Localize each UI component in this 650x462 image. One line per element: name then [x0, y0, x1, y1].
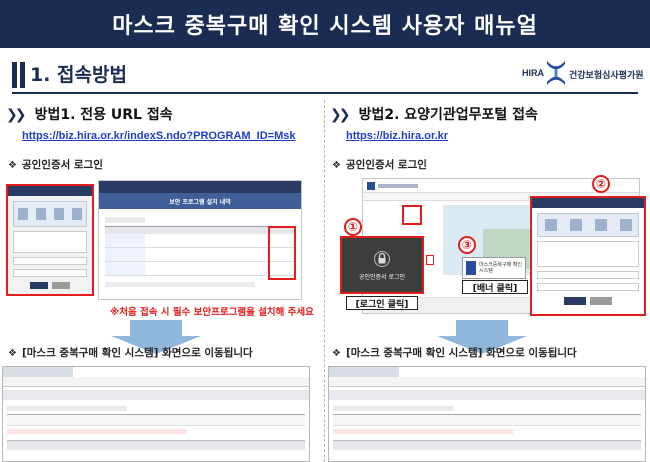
cert-icon	[36, 208, 46, 220]
method2-result-heading: ❖ [마스크 중복구매 확인 시스템] 화면으로 이동됩니다	[332, 345, 577, 360]
method2-cert-heading: ❖ 공인인증서 로그인	[332, 157, 427, 172]
mask-system-banner[interactable]: 마스크중복구매 확인시스템	[462, 257, 526, 279]
down-arrow-icon	[111, 336, 201, 354]
page-title: 마스크 중복구매 확인 시스템 사용자 매뉴얼	[112, 14, 538, 39]
logo-brand: HIRA	[522, 68, 544, 78]
hira-logo-icon	[547, 61, 565, 85]
login-click-label: [로그인 클릭]	[346, 296, 418, 310]
install-header: 보안 프로그램 설치 내역	[99, 193, 301, 209]
down-arrow-icon	[456, 320, 508, 336]
cert-login-tile[interactable]: 공인인증서 로그인	[340, 236, 424, 294]
double-chevron-icon: ❯❯	[6, 107, 27, 123]
cert-label: 공인인증서 로그인	[345, 159, 427, 171]
banner-click-label: [배너 클릭]	[462, 280, 528, 294]
method1-cert-heading: ❖ 공인인증서 로그인	[8, 157, 103, 172]
column-divider	[324, 100, 325, 462]
portal-banner-highlight	[426, 255, 434, 265]
section-divider	[12, 92, 638, 94]
cert-icon	[619, 219, 632, 231]
method1-login-screenshot	[6, 184, 94, 296]
section-title: 1. 접속방법	[30, 64, 127, 86]
method2-title: 방법2. 요양기관업무포털 접속	[358, 107, 538, 123]
method2-result-screenshot	[328, 366, 646, 462]
cert-icon	[72, 208, 82, 220]
method1-title: 방법1. 전용 URL 접속	[34, 107, 173, 123]
page-banner: 마스크 중복구매 확인 시스템 사용자 매뉴얼	[0, 0, 650, 48]
login-tile-label: 공인인증서 로그인	[358, 273, 406, 281]
method1-url-link[interactable]: https://biz.hira.or.kr/indexS.ndo?PROGRA…	[22, 130, 296, 142]
step-1-marker: ①	[344, 218, 362, 236]
cert-label: 공인인증서 로그인	[21, 159, 103, 171]
method2-login-popup	[530, 196, 646, 316]
security-warning: ※처음 접속 시 필수 보안프로그램을 설치해 주세요	[110, 307, 314, 318]
method1-header: ❯❯ 방법1. 전용 URL 접속	[6, 104, 173, 124]
method1-result-screenshot	[2, 366, 310, 462]
double-chevron-icon: ❯❯	[330, 107, 351, 123]
step-2-marker: ②	[592, 175, 610, 193]
diamond-bullet-icon: ❖	[332, 160, 341, 171]
portal-login-highlight	[402, 205, 422, 225]
cert-icon	[594, 219, 607, 231]
diamond-bullet-icon: ❖	[8, 160, 17, 171]
banner-tile-label: 마스크중복구매 확인시스템	[479, 262, 522, 274]
install-column-highlight	[268, 226, 296, 280]
method1-result-heading: ❖ [마스크 중복구매 확인 시스템] 화면으로 이동됩니다	[8, 345, 253, 360]
cert-icon	[54, 208, 64, 220]
lock-icon	[374, 250, 390, 267]
down-arrow-icon	[130, 320, 182, 336]
section-marker	[20, 62, 25, 88]
cert-icon	[569, 219, 582, 231]
method2-result-text: [마스크 중복구매 확인 시스템] 화면으로 이동됩니다	[345, 347, 577, 359]
cert-icon	[18, 208, 28, 220]
method1-result-text: [마스크 중복구매 확인 시스템] 화면으로 이동됩니다	[21, 347, 253, 359]
diamond-bullet-icon: ❖	[332, 348, 341, 359]
down-arrow-icon	[437, 336, 527, 354]
method2-header: ❯❯ 방법2. 요양기관업무포털 접속	[330, 104, 538, 124]
logo-name: 건강보험심사평가원	[569, 71, 644, 81]
section-marker	[12, 62, 17, 88]
cert-icon	[544, 219, 557, 231]
step-3-marker: ③	[458, 236, 476, 254]
diamond-bullet-icon: ❖	[8, 348, 17, 359]
hira-logo-icon	[466, 261, 476, 275]
method2-url-link[interactable]: https://biz.hira.or.kr	[346, 130, 449, 142]
